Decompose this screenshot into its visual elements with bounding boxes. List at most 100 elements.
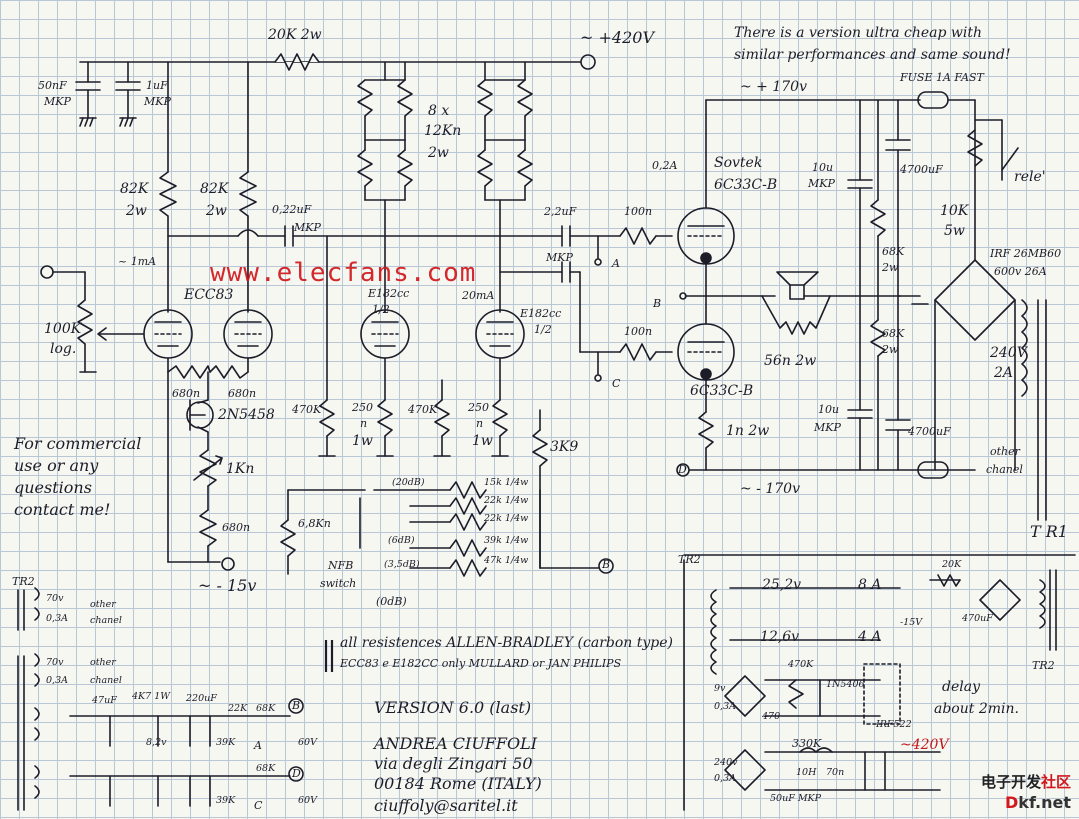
cap-470-label: 470	[762, 711, 781, 722]
r330k-label: 330K	[792, 737, 822, 750]
winding-03a-b: 0,3A	[46, 675, 68, 686]
tube-6c33-label-lower: 6C33C-B	[690, 383, 754, 399]
hv-170-neg-label: ~ - 170v	[740, 481, 800, 497]
commercial-note-3: questions	[14, 478, 92, 497]
e182cc-b-label: E182cc	[520, 307, 562, 320]
commercial-note-4: contact me!	[14, 500, 111, 519]
cap-22uf-label: 2,2uF	[544, 205, 577, 218]
r3k9-label: 3K9	[550, 439, 579, 455]
commercial-note-1: For commercial	[14, 434, 142, 453]
hv-terminal	[580, 54, 596, 70]
diode-1n5406: 1N5406	[826, 679, 865, 690]
current-02a-label: 0,2A	[652, 159, 678, 172]
other-channel-label-2: chanel	[986, 463, 1023, 476]
lps-60v-a: 60V	[298, 737, 317, 748]
tr1-primary	[1021, 299, 1028, 397]
r100-b-label: 100n	[624, 325, 653, 338]
delay-label-2: about 2min.	[934, 701, 1019, 717]
bank-label-c: 2w	[428, 145, 449, 161]
node-c-label: C	[612, 377, 621, 390]
cap-50nf-label: 50nF	[38, 79, 67, 92]
hv-420-small: ~420V	[900, 737, 949, 753]
r470k-a-label: 470K	[292, 403, 322, 416]
lps-cap-47: 47uF	[92, 695, 117, 706]
mkp-label-4: MKP	[546, 251, 573, 264]
r470k-c-label: 470K	[788, 659, 814, 670]
r82k-b-label: 82K	[200, 181, 229, 197]
r10k-watt: 5w	[944, 223, 965, 239]
winding-03a-a: 0,3A	[46, 613, 68, 624]
lps-r68k-a: 68K	[256, 703, 276, 714]
logo-chinese: 电子开发社区	[980, 773, 1071, 791]
r68k-a-watt: 2w	[882, 261, 899, 274]
nfb-6db-label: (6dB)	[388, 535, 415, 546]
rf39-label: 39k 1/4w	[484, 535, 529, 546]
cap-10u-b-label: 10u	[818, 403, 840, 416]
resistor-note-2: ECC83 e E182CC only MULLARD or JAN PHILI…	[340, 657, 622, 670]
author-email: ciuffoly@saritel.it	[374, 796, 518, 815]
r250-b-unit: n	[476, 417, 484, 430]
commercial-note-2: use or any	[14, 456, 99, 475]
sovtek-label: Sovtek	[714, 155, 763, 171]
mkp-label-3: MKP	[294, 221, 321, 234]
lps-cap-220: 220uF	[186, 693, 217, 704]
chanel-label-b: chanel	[90, 675, 122, 686]
version-label: VERSION 6.0 (last)	[374, 698, 532, 717]
lps-r4k7: 4K7 1W	[132, 691, 171, 702]
r82k-a-watt: 2w	[126, 203, 147, 219]
current-1ma-label: ~ 1mA	[118, 255, 157, 268]
bank-label-a: 8 x	[428, 103, 450, 119]
r68k-nfb-label: 6,8Kn	[298, 517, 331, 530]
r20k-b-label: 20K	[942, 559, 962, 570]
node-a-label: A	[612, 257, 620, 270]
r82k-b-watt: 2w	[206, 203, 227, 219]
winding-03a: 0,3A	[714, 701, 736, 712]
note-line-2: similar performances and same sound!	[734, 47, 1011, 63]
r250-a-watt: 1w	[352, 433, 373, 449]
choke-10h: 10H	[796, 767, 817, 778]
lps-node-b: B	[292, 699, 301, 712]
winding-70v-a: 70v	[46, 593, 64, 604]
node-d-label: D	[678, 463, 687, 476]
cap-1uf-label: 1uF	[146, 79, 168, 92]
r70-label: 70n	[826, 767, 845, 778]
pot-log-label: log.	[50, 341, 77, 357]
mkp-label-1: MKP	[44, 95, 71, 108]
cap-470uf-label: 470uF	[962, 613, 993, 624]
speaker-resistor-label: 56n 2w	[764, 353, 817, 369]
mkp-label-2: MKP	[144, 95, 171, 108]
r250-b-watt: 1w	[472, 433, 493, 449]
winding-240v: 240v	[714, 757, 738, 768]
r250-a-unit: n	[360, 417, 368, 430]
lps-r68k-b: 68K	[256, 763, 276, 774]
r680-a-label: 680n	[172, 387, 201, 400]
tr1-2a-label: 2A	[994, 365, 1014, 381]
winding-9v: 9v	[714, 683, 726, 694]
lps-node-d: D	[292, 767, 301, 780]
irf522-label: IRF522	[876, 719, 912, 730]
other-channel-label-1: other	[990, 445, 1020, 458]
tr1-240v-label: 240V	[990, 345, 1027, 361]
r250-b-label: 250	[468, 401, 489, 414]
ecc83-label: ECC83	[184, 287, 234, 303]
nfb-20db-label: (20dB)	[392, 477, 425, 488]
current-20ma-label: 20mA	[462, 289, 495, 302]
cap-50uf-label: 50uF MKP	[770, 793, 822, 804]
jfet-label: 2N5458	[218, 407, 275, 423]
pot-1k-label: 1Kn	[226, 461, 255, 477]
node-b-label: B	[653, 297, 662, 310]
nfb-switch-label-1: NFB	[328, 559, 354, 572]
nfb-switch-label-2: switch	[320, 577, 357, 590]
cap-022-label: 0,22uF	[272, 203, 312, 216]
lps-r39k-a: 39K	[216, 737, 236, 748]
resistor-20k	[274, 53, 320, 71]
author-city: 00184 Rome (ITALY)	[374, 774, 542, 793]
rf15-label: 15k 1/4w	[484, 477, 529, 488]
lps-r22k: 22K	[228, 703, 248, 714]
r68k-a-label: 68K	[882, 245, 905, 258]
note-line-1: There is a version ultra cheap with	[734, 25, 983, 41]
cap-10u-a-label: 10u	[812, 161, 834, 174]
tr2-label-mid: TR2	[678, 553, 701, 566]
irf-bridge-label: IRF 26MB60	[990, 247, 1062, 260]
e182cc-a-half: 1/2	[372, 303, 390, 316]
